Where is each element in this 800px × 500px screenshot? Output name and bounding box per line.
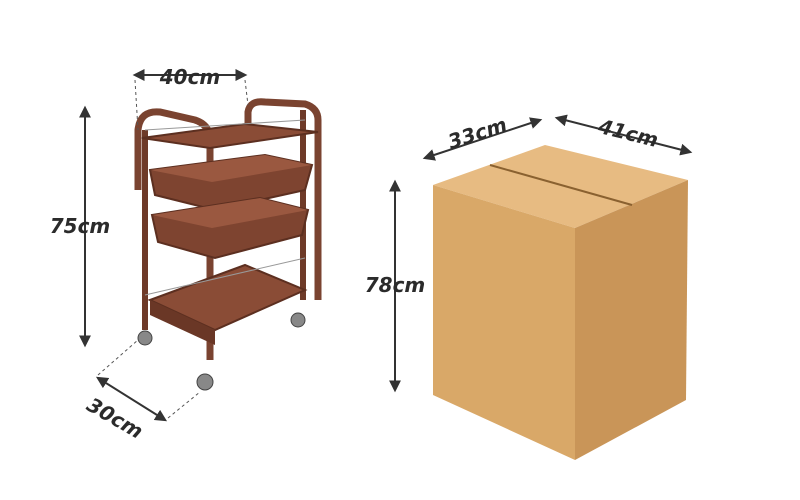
trolley-depth-arrow: [95, 376, 168, 422]
trolley-width-label: 40cm: [159, 65, 221, 89]
trolley-depth-label: 30cm: [83, 392, 147, 443]
box-depth-label: 33cm: [445, 112, 510, 154]
trolley-height-label: 75cm: [50, 214, 111, 238]
box-width-arrow: [554, 114, 693, 156]
box-width-label: 41cm: [595, 114, 661, 152]
box-height-label: 78cm: [365, 273, 426, 297]
box-depth-arrow: [422, 117, 543, 161]
trolley-image: [134, 98, 322, 391]
shipping-box-image: [433, 145, 688, 460]
